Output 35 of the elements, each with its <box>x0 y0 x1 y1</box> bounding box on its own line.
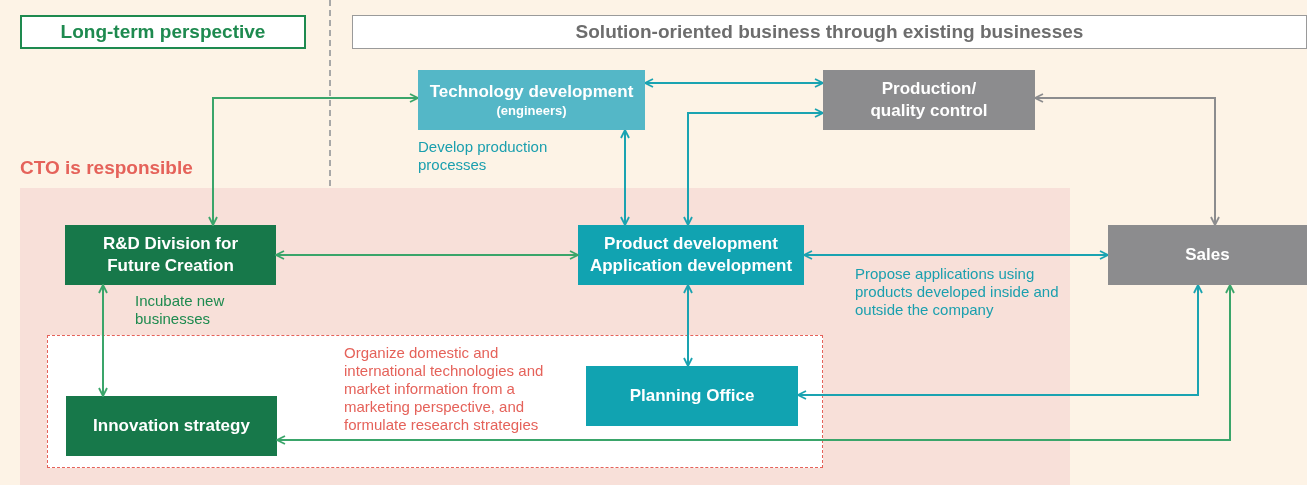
arrow <box>683 284 693 367</box>
header-box <box>352 15 1307 49</box>
box-label: Production/ quality control <box>869 77 989 122</box>
arrow <box>797 284 1203 400</box>
box-label: Technology development <box>429 80 634 103</box>
arrow <box>275 250 579 260</box>
arrow <box>1034 93 1220 226</box>
process-box <box>586 366 798 426</box>
annotation-text: Develop production processes <box>418 138 549 174</box>
header-box <box>20 15 306 49</box>
note-text: Organize domestic and international technologies and market information from a marketing perspective, and formulate research strategies <box>344 344 545 434</box>
arrow <box>208 93 419 226</box>
box-label: Planning Office <box>629 384 755 407</box>
arrow <box>276 284 1235 445</box>
box-label: Application development <box>589 255 793 277</box>
box-label: Solution-oriented business through existing businesses <box>575 19 1084 44</box>
box-label: Product development <box>604 232 778 255</box>
process-box <box>823 70 1035 130</box>
arrow <box>98 284 108 397</box>
annotation-text: Incubate new businesses <box>135 292 226 328</box>
process-box <box>578 225 804 285</box>
arrow <box>803 250 1109 260</box>
arrow <box>644 78 824 88</box>
process-box <box>66 396 277 456</box>
box-subtitle: (engineers) <box>496 102 567 120</box>
arrow <box>620 129 630 226</box>
dashed-group-box <box>47 335 823 468</box>
process-box <box>1108 225 1307 285</box>
box-label: Long-term perspective <box>60 19 266 44</box>
box-label: R&D Division for Future Creation <box>101 232 240 277</box>
region-heading: CTO is responsible <box>20 156 193 180</box>
annotation-text: Propose applications using products developed inside and outside the company <box>855 265 1060 319</box>
box-label: Sales <box>1185 243 1230 266</box>
arrow <box>683 108 824 226</box>
box-label: Innovation strategy <box>93 414 250 437</box>
